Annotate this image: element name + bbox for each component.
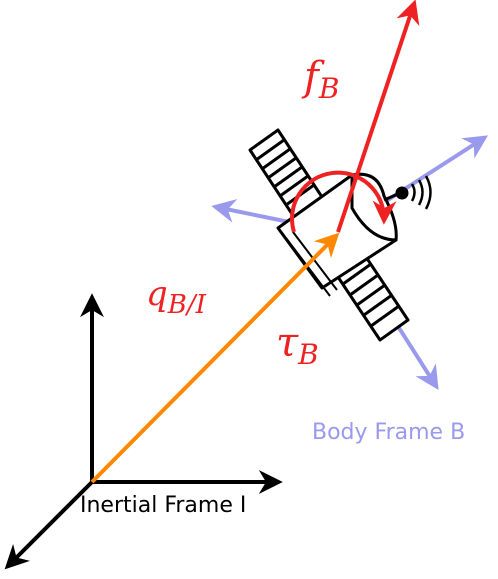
inertial-frame-label: Inertial Frame I	[80, 493, 246, 518]
body-frame-label: Body Frame B	[312, 420, 465, 445]
antenna-icon	[383, 175, 432, 210]
force-label: fB	[301, 54, 339, 105]
inertial-frame-axes	[4, 293, 283, 570]
quaternion-label: qB/I	[146, 274, 207, 320]
satellite-icon	[248, 128, 432, 342]
inertial-axis-diagonal	[4, 480, 94, 570]
torque-symbol	[290, 170, 397, 233]
force-vector	[336, 0, 420, 233]
torque-arc	[290, 170, 397, 233]
torque-label: τB	[276, 320, 319, 371]
position-vector	[90, 232, 340, 484]
